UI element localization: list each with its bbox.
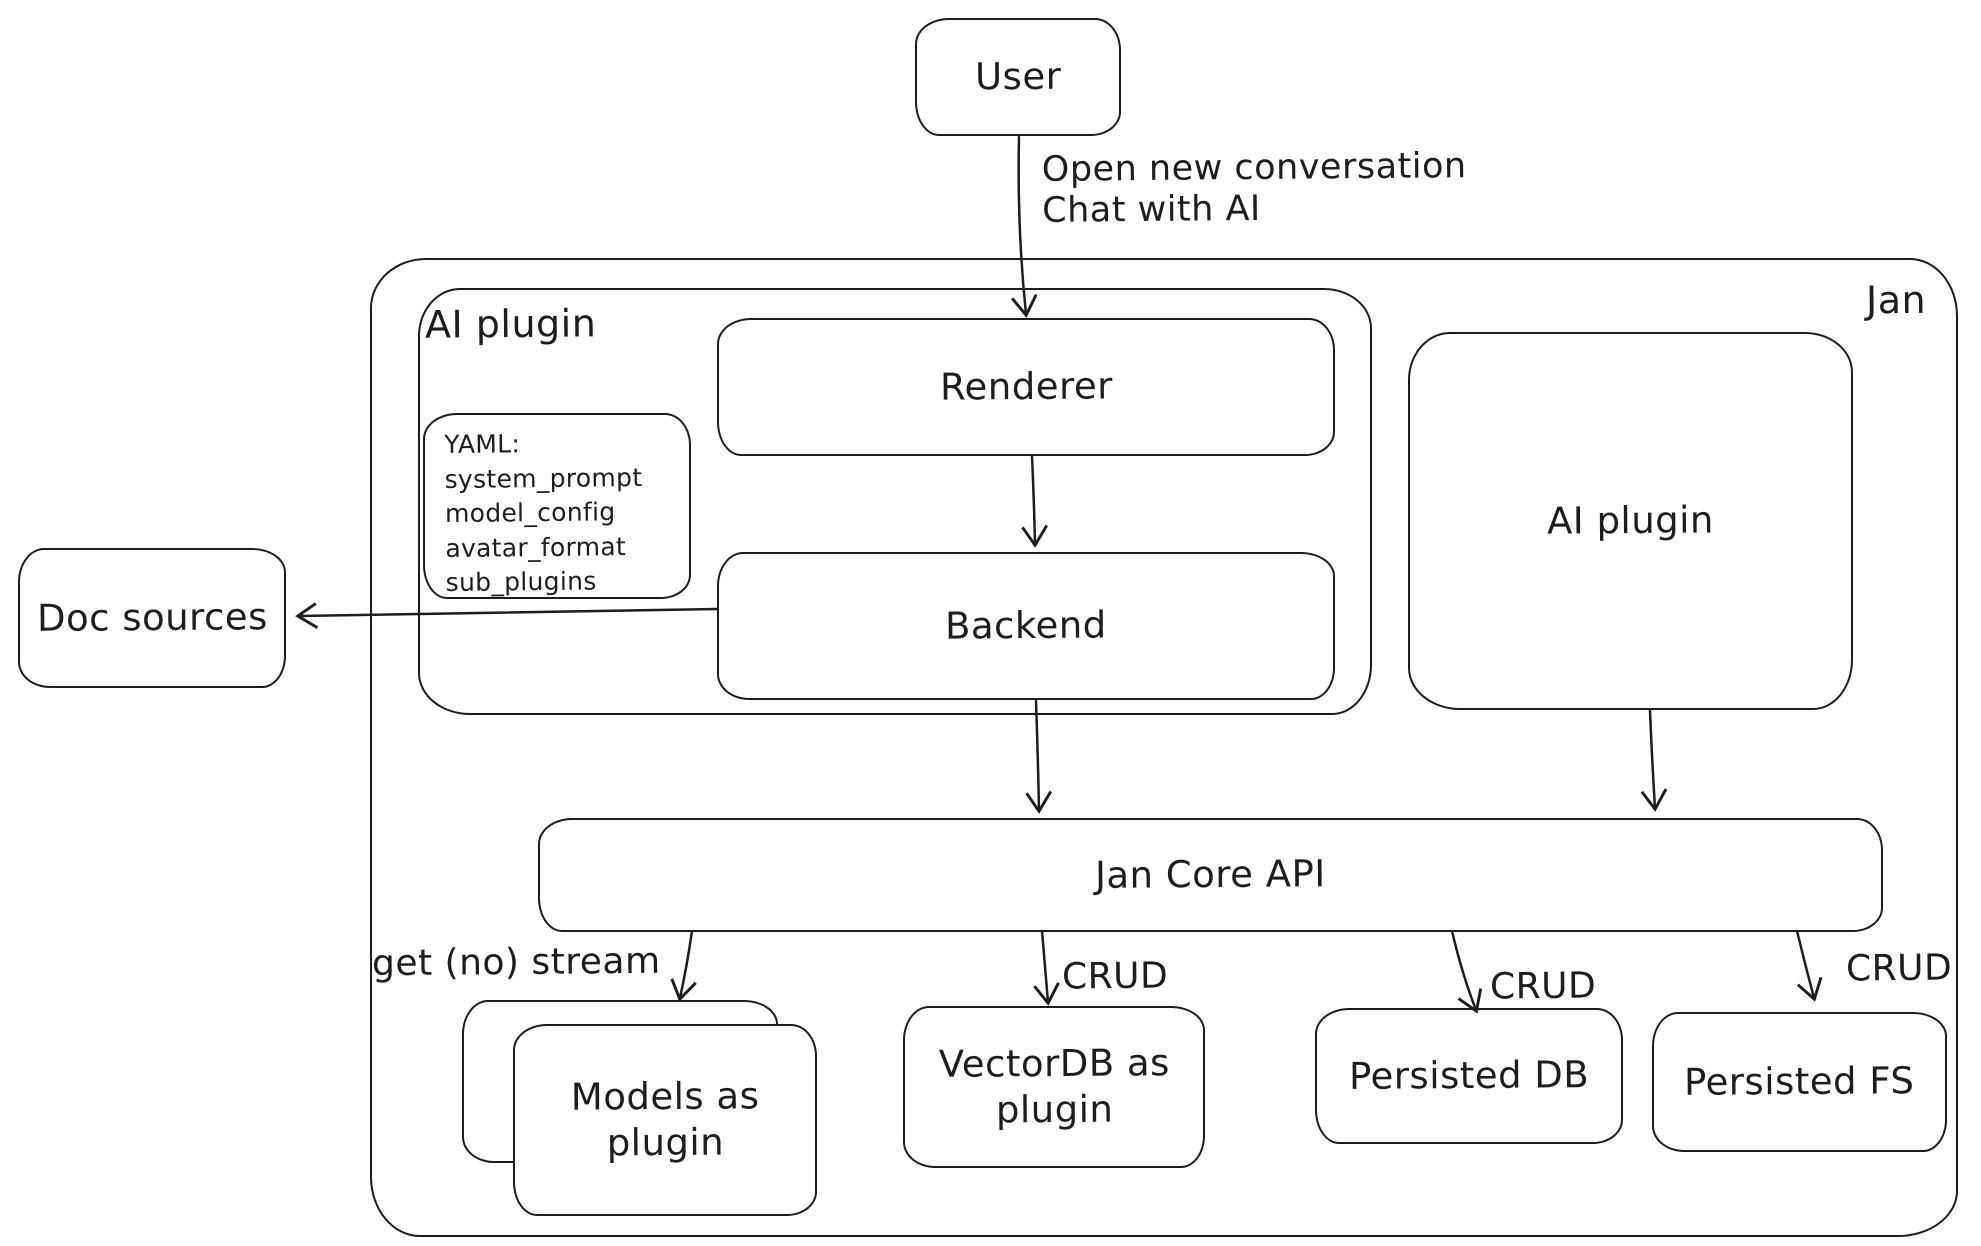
renderer-label: Renderer (939, 364, 1113, 409)
jan-container-label: Jan (1865, 277, 1927, 323)
edge-label-crud-persisted-fs: CRUD (1845, 947, 1953, 990)
vectordb-plugin-node: VectorDB as plugin (903, 1006, 1205, 1168)
backend-node: Backend (717, 552, 1335, 700)
yaml-note: YAML: system_prompt model_config avatar_… (423, 413, 691, 599)
yaml-line: sub_plugins (445, 566, 597, 598)
user-label: User (974, 54, 1062, 99)
edge-label-crud-persisted-db: CRUD (1489, 965, 1597, 1008)
ai-plugin-container-label: AI plugin (424, 301, 597, 347)
yaml-line: model_config (444, 497, 616, 529)
vectordb-plugin-label: VectorDB as plugin (938, 1040, 1170, 1132)
persisted-db-node: Persisted DB (1315, 1008, 1623, 1144)
yaml-line: system_prompt (444, 462, 643, 494)
models-plugin-label: Models as plugin (570, 1074, 760, 1165)
jan-core-api-label: Jan Core API (1094, 852, 1327, 897)
ai-plugin-right-label: AI plugin (1546, 498, 1715, 543)
edge-label-crud-vectordb: CRUD (1061, 955, 1169, 998)
edge-label-get-no-stream: get (no) stream (371, 940, 661, 985)
models-plugin-node: Models as plugin (513, 1024, 817, 1216)
persisted-db-label: Persisted DB (1348, 1053, 1590, 1098)
user-node: User (915, 18, 1121, 136)
renderer-node: Renderer (717, 318, 1335, 456)
persisted-fs-node: Persisted FS (1652, 1012, 1947, 1152)
doc-sources-node: Doc sources (18, 548, 286, 688)
jan-core-api-node: Jan Core API (538, 818, 1883, 932)
edge-label-open-conversation: Open new conversation Chat with AI (1041, 146, 1467, 232)
doc-sources-label: Doc sources (36, 595, 268, 640)
yaml-line: YAML: (444, 429, 521, 460)
ai-plugin-right-node: AI plugin (1408, 332, 1853, 710)
backend-label: Backend (944, 603, 1108, 648)
yaml-line: avatar_format (445, 531, 627, 563)
persisted-fs-label: Persisted FS (1684, 1059, 1915, 1104)
